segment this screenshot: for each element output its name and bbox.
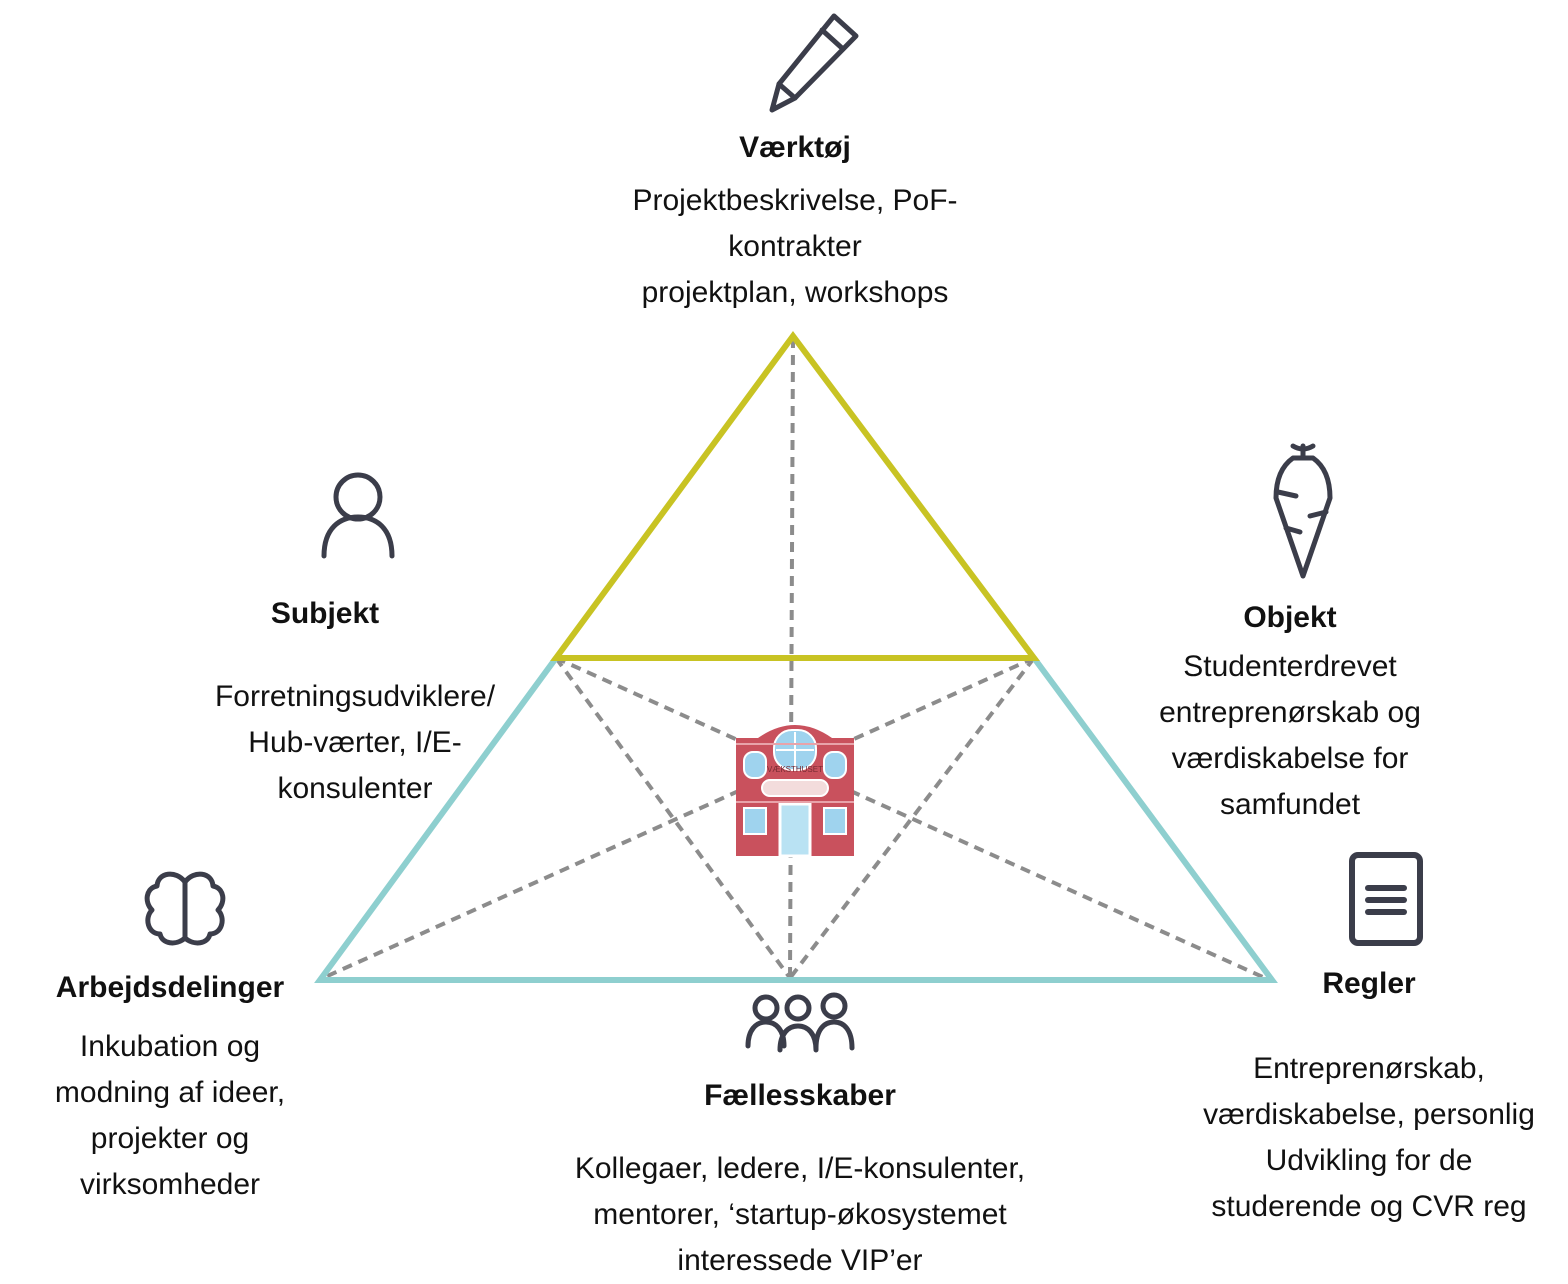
description-line: Udvikling for de bbox=[1265, 1144, 1473, 1177]
description-line: samfundet bbox=[1219, 788, 1361, 821]
description-line: virksomheder bbox=[79, 1168, 261, 1201]
connector-top-bottom bbox=[788, 337, 795, 979]
lower-trapezoid bbox=[314, 656, 1278, 983]
connector-ul-br bbox=[555, 656, 1266, 980]
description-line: interessede VIP’er bbox=[677, 1244, 923, 1277]
description-line: entreprenørskab og bbox=[1159, 696, 1421, 729]
description-line: kontrakter bbox=[728, 230, 862, 263]
description-line: værdiskabelse, personlig bbox=[1203, 1098, 1535, 1131]
description-line: projektplan, workshops bbox=[641, 276, 949, 309]
node-faellesskaber: Fællesskaber Kollegaer, ledere, I/E-kons… bbox=[520, 1078, 1080, 1284]
upper-triangle bbox=[550, 330, 1040, 661]
node-title: Fællesskaber bbox=[704, 1079, 896, 1112]
carrot-icon bbox=[1273, 443, 1333, 579]
description-line: Hub-værter, I/E- bbox=[248, 726, 462, 759]
node-title: Regler bbox=[1322, 967, 1416, 1000]
brain-icon bbox=[144, 871, 226, 946]
description-line: Projektbeskrivelse, PoF- bbox=[632, 184, 958, 217]
node-title: Objekt bbox=[1243, 601, 1337, 634]
dashed-connectors bbox=[322, 337, 1266, 980]
node-description: Projektbeskrivelse, PoF- kontrakter proj… bbox=[560, 178, 1030, 316]
node-objekt: Objekt Studenterdrevet entreprenørskab o… bbox=[1110, 600, 1470, 828]
node-arbejdsdelinger: Arbejdsdelinger Inkubation og modning af… bbox=[10, 970, 330, 1208]
person-icon bbox=[321, 472, 395, 559]
node-description: Inkubation og modning af ideer, projekte… bbox=[10, 1024, 330, 1208]
node-subjekt: Subjekt Forretningsudviklere/ Hub-værter… bbox=[145, 596, 565, 812]
node-vaerktoj: Værktøj Projektbeskrivelse, PoF- kontrak… bbox=[560, 130, 1030, 316]
description-line: værdiskabelse for bbox=[1171, 742, 1409, 775]
description-line: Studenterdrevet bbox=[1183, 650, 1397, 683]
description-line: Entreprenørskab, bbox=[1253, 1052, 1485, 1085]
node-description: Studenterdrevet entreprenørskab og værdi… bbox=[1110, 644, 1470, 828]
description-line: mentorer, ‘startup-økosystemet bbox=[593, 1198, 1007, 1231]
description-line: studerende og CVR reg bbox=[1211, 1190, 1527, 1223]
node-title: Subjekt bbox=[270, 597, 380, 630]
connector-ul-bottom bbox=[554, 656, 792, 980]
node-title: Arbejdsdelinger bbox=[55, 971, 285, 1004]
document-icon bbox=[1349, 852, 1423, 946]
description-line: konsulenter bbox=[277, 772, 433, 805]
node-description: Forretningsudviklere/ Hub-værter, I/E- k… bbox=[145, 674, 565, 812]
description-line: Inkubation og bbox=[79, 1030, 261, 1063]
description-line: Kollegaer, ledere, I/E-konsulenter, bbox=[574, 1152, 1026, 1185]
description-line: Forretningsudviklere/ bbox=[214, 680, 496, 713]
node-title: Værktøj bbox=[739, 131, 851, 164]
group-icon bbox=[745, 992, 855, 1053]
node-description: Entreprenørskab, værdiskabelse, personli… bbox=[1170, 1046, 1568, 1230]
node-description: Kollegaer, ledere, I/E-konsulenter, ment… bbox=[520, 1146, 1080, 1284]
connector-ur-bl bbox=[322, 656, 1035, 980]
description-line: projekter og bbox=[90, 1122, 250, 1155]
description-line: modning af ideer, bbox=[54, 1076, 286, 1109]
pencil-icon bbox=[769, 13, 859, 113]
building-icon bbox=[736, 725, 854, 858]
building-sign: VÆKSTHUSET bbox=[767, 765, 823, 774]
node-regler: Regler Entreprenørskab, værdiskabelse, p… bbox=[1170, 966, 1568, 1230]
